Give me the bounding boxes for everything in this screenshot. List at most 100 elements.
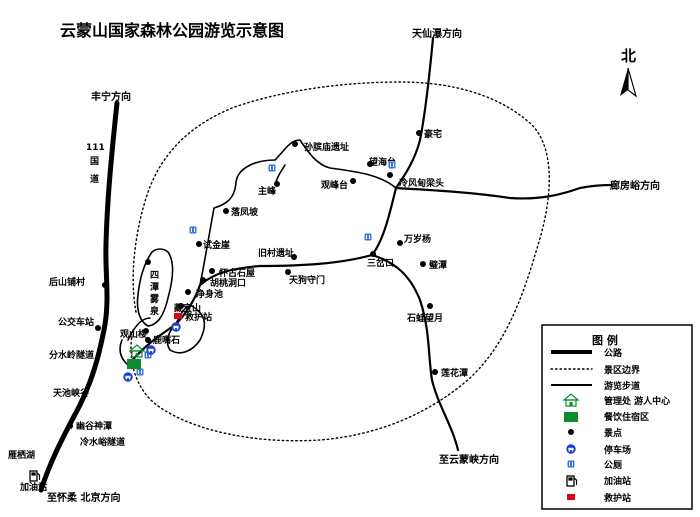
legend-spot-label: 景点: [604, 427, 622, 439]
label-tianchi: 天池峡谷: [53, 387, 90, 399]
trail-zhufeng: [275, 164, 286, 183]
label-yanqi: 雁栖湖: [8, 449, 35, 461]
legend-parking-icon: [566, 444, 576, 454]
label-tiangou: 天狗守门: [289, 274, 325, 286]
spot-yougu: [67, 423, 73, 429]
spot-zhufeng: [274, 181, 280, 187]
label-luofengpo: 落凤坡: [231, 206, 259, 218]
label-lengfeng: 冷风甸梁头: [399, 177, 444, 189]
legend-parking-label: 停车场: [604, 444, 631, 456]
spot-shijinya: [196, 241, 202, 247]
label-guanshan: 观山楼: [120, 328, 147, 340]
map-title: 云蒙山国家森林公园游览示意图: [60, 21, 284, 40]
exit-tianxiantan: 天仙瀑方向: [412, 27, 462, 40]
label-jingshen: 净身池: [196, 288, 223, 300]
trail-west-spur: [127, 317, 151, 341]
label-jiuhu: 救护站: [185, 311, 212, 323]
legend: 图 例 公路 景区边界 游览步道 管理处 游人中心 餐饮住宿区 景点 停车场 公…: [541, 324, 693, 510]
spot-jiucun: [291, 254, 297, 260]
toilet-icon-sancha: [364, 233, 372, 241]
trail-valley: [119, 339, 129, 366]
label-gongjiao: 公交车站: [58, 316, 94, 328]
label-houshan: 后山铺村: [49, 276, 85, 288]
legend-toilet-icon: [567, 460, 575, 468]
label-shiwa: 石蛙望月: [406, 312, 443, 324]
label-sitan-2: 潭: [150, 281, 159, 293]
scenic-boundary: [130, 81, 550, 442]
gas-station-icon: [29, 470, 41, 482]
label-sancha: 三岔口: [367, 257, 394, 269]
spot-sancha: [370, 251, 376, 257]
spot-houshan: [102, 282, 108, 288]
toilet-icon-lengfeng: [388, 161, 396, 169]
spot-biantan: [420, 261, 426, 267]
legend-office-label: 管理处 游人中心: [604, 395, 670, 407]
highway-label-111: 111: [86, 143, 105, 153]
legend-title: 图 例: [592, 333, 618, 347]
highway-label-dao: 道: [90, 173, 99, 185]
spot-guanshan: [143, 328, 149, 334]
dining-icon: [127, 359, 141, 369]
label-lengshui: 冷水峪隧道: [80, 436, 125, 448]
spot-huaigu: [209, 268, 215, 274]
label-biantan: 璧潭: [428, 259, 447, 271]
label-jiucun: 旧村遗址: [258, 247, 294, 259]
north-arrow-left-icon: [620, 68, 628, 96]
label-sitan-1: 四: [150, 270, 159, 281]
north-arrow-right-icon: [627, 67, 638, 98]
road-east-langfang: [394, 183, 614, 200]
exit-yunmengxia: 至云蒙峡方向: [439, 453, 499, 466]
legend-gas-label: 加油站: [603, 475, 631, 487]
legend-road-label: 公路: [604, 347, 623, 359]
label-luzuishi: 鹿嘴石: [152, 334, 180, 346]
spot-lianhua: [432, 369, 438, 375]
parking-icon-valley: [123, 372, 133, 382]
spot-jingshen: [185, 289, 191, 295]
exit-langfangyu: 廊房峪方向: [610, 179, 660, 192]
label-huaigu: 怀古石屋: [219, 267, 255, 279]
firstaid-icon: [174, 313, 182, 319]
spot-luofengpo: [223, 208, 229, 214]
trail-main-loop: [199, 139, 397, 286]
label-lianhua: 莲花潭: [441, 367, 468, 379]
spot-lengfeng: [387, 172, 393, 178]
spot-hutao: [200, 277, 206, 283]
spot-sitan: [145, 259, 151, 265]
legend-trail-label: 游览步道: [604, 380, 640, 392]
spot-cangbao: [178, 303, 184, 309]
label-sunbin: 孙膑庙遗址: [304, 141, 349, 153]
north-arrow: 北: [620, 47, 638, 98]
spot-wanghaitai: [367, 161, 373, 167]
legend-boundary-label: 景区边界: [604, 364, 640, 376]
legend-dining-icon: [564, 412, 578, 422]
toilet-icon-shijinya: [189, 226, 197, 234]
label-jiayou: 加油站: [19, 481, 47, 493]
north-label: 北: [621, 47, 636, 65]
legend-toilet-label: 公厕: [604, 460, 622, 471]
label-fenshui: 分水岭隧道: [49, 349, 94, 361]
legend-spot-icon: [568, 429, 574, 435]
legend-firstaid-label: 救护站: [604, 492, 631, 504]
spot-gongjiao: [95, 325, 101, 331]
scenic-spots: [67, 130, 438, 429]
spot-tiangou: [285, 269, 291, 275]
label-sitan-4: 泉: [149, 305, 160, 317]
label-haozhai: 豪宅: [424, 128, 442, 140]
label-guanfengtai: 观峰台: [321, 179, 348, 191]
spot-shiwa: [427, 303, 433, 309]
label-yougu: 幽谷神潭: [76, 420, 112, 432]
label-cangbao: 藏宝山: [174, 302, 201, 314]
spot-luzuishi: [145, 337, 151, 343]
legend-dining-label: 餐饮住宿区: [603, 411, 649, 423]
exit-huairou: 至怀柔 北京方向: [47, 491, 120, 504]
trails: [119, 139, 397, 366]
road-north-tianxian: [394, 36, 435, 190]
spot-guanfengtai: [350, 178, 356, 184]
trail-cangbao: [166, 305, 206, 354]
legend-firstaid-icon: [567, 494, 575, 500]
highway-label-guo: 国: [90, 156, 99, 167]
label-wansuiyang: 万岁杨: [403, 233, 431, 245]
spot-haozhai: [416, 130, 422, 136]
label-shijinya: 试金崖: [203, 239, 230, 251]
